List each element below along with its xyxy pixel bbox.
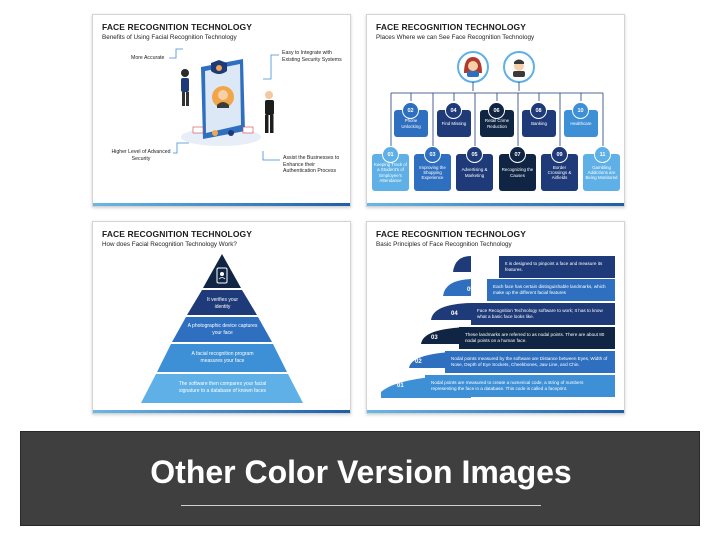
slide-bottom-bar	[93, 203, 350, 206]
place-number-badge: 07	[509, 146, 526, 163]
place-number-badge: 04	[445, 102, 462, 119]
place-number-badge: 02	[402, 102, 419, 119]
pyramid-tier-compare: The software then compares your facial s…	[178, 381, 267, 394]
place-number-badge: 09	[551, 146, 568, 163]
slide-bottom-bar	[367, 203, 624, 206]
slide-subtitle: Places Where we can See Face Recognition…	[376, 34, 535, 41]
slide-title: FACE RECOGNITION TECHNOLOGY	[102, 22, 253, 32]
step-bar-6: It is designed to pinpoint a face and me…	[499, 256, 615, 278]
step-number: 02	[415, 359, 422, 365]
place-number-badge: 05	[466, 146, 483, 163]
place-number-badge: 03	[424, 146, 441, 163]
pyramid-tier-measure: A facial recognition program measures yo…	[191, 351, 254, 364]
pyramid-tier-capture: A photographic device captures your face	[187, 323, 258, 336]
step-bar-2: Nodal points measured by the software ar…	[445, 351, 615, 373]
place-box-attendance: Keeping Track of a Student's of Employee…	[372, 154, 409, 191]
callout-easy-integrate: Easy to Integrate with Existing Security…	[282, 50, 342, 63]
slide-subtitle: Basic Principles of Face Recognition Tec…	[376, 241, 512, 248]
place-number-badge: 01	[382, 146, 399, 163]
banner-underline	[181, 505, 541, 506]
slide-thumbnail-benefits[interactable]: FACE RECOGNITION TECHNOLOGY Benefits of …	[92, 14, 351, 207]
step-bar-4: Face Recognition Technology software to …	[471, 303, 615, 325]
shield-icon	[211, 60, 227, 74]
slide-title: FACE RECOGNITION TECHNOLOGY	[376, 229, 527, 239]
step-bar-3: These landmarks are referred to as nodal…	[459, 327, 615, 349]
place-number-badge: 11	[594, 146, 611, 163]
banner-heading: Other Color Version Images	[150, 454, 572, 490]
slide-thumbnail-principles[interactable]: FACE RECOGNITION TECHNOLOGY Basic Princi…	[366, 221, 625, 414]
woman-figure-icon	[181, 69, 189, 106]
pyramid-diagram	[141, 254, 303, 403]
benefits-illustration	[169, 48, 280, 161]
slide-bottom-bar	[367, 410, 624, 413]
step-number: 04	[451, 311, 458, 317]
step-number: 06	[484, 263, 491, 269]
slide-bottom-bar	[93, 410, 350, 413]
slide-subtitle: Benefits of Using Facial Recognition Tec…	[102, 34, 237, 41]
step-bar-1: Nodal points are measured to create a nu…	[425, 375, 615, 397]
pyramid-tier-verify: It verifies your identity	[206, 297, 239, 310]
phone-face-icon	[216, 267, 228, 284]
man-figure-icon	[265, 91, 274, 133]
step-bar-5: Each face has certain distinguishable la…	[487, 279, 615, 301]
place-box-advertising: Advertising & Marketing	[456, 154, 493, 191]
place-number-badge: 08	[530, 102, 547, 119]
step-number: 05	[467, 287, 474, 293]
places-connector-lines	[390, 51, 604, 149]
place-number-badge: 06	[488, 102, 505, 119]
color-versions-banner[interactable]: Other Color Version Images	[20, 431, 700, 526]
place-box-find-missing: Find Missing	[437, 110, 471, 137]
phone-icon	[201, 59, 245, 139]
slide-title: FACE RECOGNITION TECHNOLOGY	[376, 22, 527, 32]
slide-title: FACE RECOGNITION TECHNOLOGY	[102, 229, 253, 239]
step-number: 01	[397, 383, 404, 389]
slide-thumbnail-places[interactable]: FACE RECOGNITION TECHNOLOGY Places Where…	[366, 14, 625, 207]
callout-higher-security: Higher Level of Advanced Security	[111, 149, 171, 162]
place-number-badge: 10	[572, 102, 589, 119]
slide-subtitle: How does Facial Recognition Technology W…	[102, 241, 237, 248]
callout-assist-business: Assist the Businesses to Enhance their A…	[283, 155, 340, 174]
callout-more-accurate: More Accurate	[131, 55, 165, 61]
step-number: 03	[431, 335, 438, 341]
slide-thumbnail-how-it-works[interactable]: FACE RECOGNITION TECHNOLOGY How does Fac…	[92, 221, 351, 414]
